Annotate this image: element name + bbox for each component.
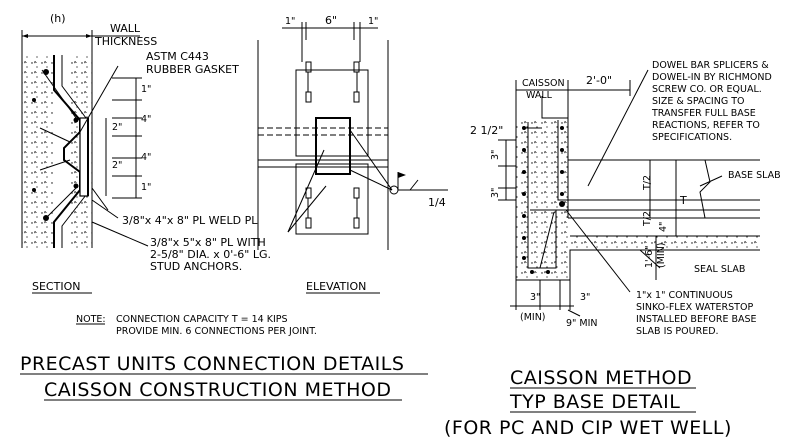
caisson-title-3: (FOR PC AND CIP WET WELL) bbox=[444, 417, 732, 439]
plate-studs-3: STUD ANCHORS. bbox=[150, 260, 242, 273]
dowel-note-4: SIZE & SPACING TO bbox=[652, 96, 744, 107]
dowel-note-5: TRANSFER FULL BASE bbox=[651, 108, 756, 119]
caisson-t-half-top: T/2 bbox=[642, 175, 653, 191]
dowel-note-6: REACTIONS, REFER TO bbox=[652, 120, 760, 131]
section-dim-1: 1" bbox=[141, 84, 151, 95]
elevation-dim-6: 6" bbox=[325, 14, 337, 27]
note-label: NOTE: bbox=[76, 314, 106, 325]
wall-label: WALL bbox=[110, 22, 141, 35]
caisson-min: (MIN) bbox=[656, 242, 667, 268]
section-dim-1b: 1" bbox=[141, 182, 151, 193]
section-dim-2b: 2" bbox=[112, 160, 122, 171]
section-dim-4b: 4" bbox=[141, 152, 151, 163]
main-title-line-1: PRECAST UNITS CONNECTION DETAILS bbox=[20, 353, 404, 375]
dowel-note-7: SPECIFICATIONS. bbox=[652, 132, 732, 143]
caisson-dim-1-6: 1'-6" bbox=[644, 246, 655, 269]
waterstop-note-4: SLAB IS POURED. bbox=[636, 326, 719, 337]
note-line-1: CONNECTION CAPACITY T = 14 KIPS bbox=[116, 314, 288, 325]
thickness-label: THICKNESS bbox=[94, 35, 157, 48]
elevation-view bbox=[257, 22, 448, 294]
caisson-dim-4: 4" bbox=[658, 222, 669, 232]
caisson-dim-3a: 3" bbox=[490, 150, 501, 160]
note-line-2: PROVIDE MIN. 6 CONNECTIONS PER JOINT. bbox=[116, 326, 317, 337]
elevation-dim-1-left: 1" bbox=[285, 16, 295, 27]
waterstop-note-2: SINKO-FLEX WATERSTOP bbox=[636, 302, 753, 313]
caisson-min-2: (MIN) bbox=[520, 312, 546, 323]
base-slab-label: BASE SLAB bbox=[728, 170, 781, 181]
caisson-dim-3c: 3" bbox=[530, 292, 540, 303]
caisson-dim-2-5: 2 1/2" bbox=[470, 124, 503, 137]
caisson-title-1: CAISSON METHOD bbox=[510, 367, 692, 389]
section-title: SECTION bbox=[32, 280, 80, 293]
waterstop-note-3: INSTALLED BEFORE BASE bbox=[636, 314, 757, 325]
dowel-note-2: DOWEL-IN BY RICHMOND bbox=[652, 72, 772, 83]
gasket-label-1: ASTM C443 bbox=[146, 50, 209, 63]
seal-slab-label: SEAL SLAB bbox=[694, 264, 745, 275]
caisson-wall-label-2: WALL bbox=[526, 90, 553, 101]
caisson-dim-2-0: 2'-0" bbox=[586, 74, 612, 87]
caisson-dim-9: 9" MIN bbox=[566, 318, 598, 329]
plate-studs-1: 3/8"x 5"x 8" PL WITH bbox=[150, 236, 266, 249]
caisson-dim-3d: 3" bbox=[580, 292, 590, 303]
caisson-t: T bbox=[679, 194, 687, 207]
main-title-line-2: CAISSON CONSTRUCTION METHOD bbox=[44, 379, 391, 401]
section-dim-4a: 4" bbox=[141, 114, 151, 125]
caisson-wall-label-1: CAISSON bbox=[522, 78, 565, 89]
dowel-note-3: SCREW CO. OR EQUAL. bbox=[652, 84, 762, 95]
dowel-note-1: DOWEL BAR SPLICERS & bbox=[652, 60, 769, 71]
elevation-weld-size: 1/4 bbox=[428, 196, 446, 209]
elevation-title: ELEVATION bbox=[306, 280, 366, 293]
gasket-label-2: RUBBER GASKET bbox=[146, 63, 239, 76]
section-h-label: (h) bbox=[50, 12, 66, 25]
waterstop-note-1: 1"x 1" CONTINUOUS bbox=[636, 290, 733, 301]
section-view bbox=[21, 30, 149, 294]
section-dim-2a: 2" bbox=[112, 122, 122, 133]
caisson-t-half-bot: T/2 bbox=[642, 211, 653, 227]
plate-studs-2: 2-5/8" DIA. x 0'-6" LG. bbox=[150, 248, 271, 261]
elevation-dim-1-right: 1" bbox=[368, 16, 378, 27]
weld-plate-label: 3/8"x 4"x 8" PL WELD PL bbox=[122, 214, 258, 227]
caisson-detail bbox=[498, 69, 760, 413]
caisson-title-2: TYP BASE DETAIL bbox=[509, 391, 680, 413]
caisson-dim-3b: 3" bbox=[490, 188, 501, 198]
